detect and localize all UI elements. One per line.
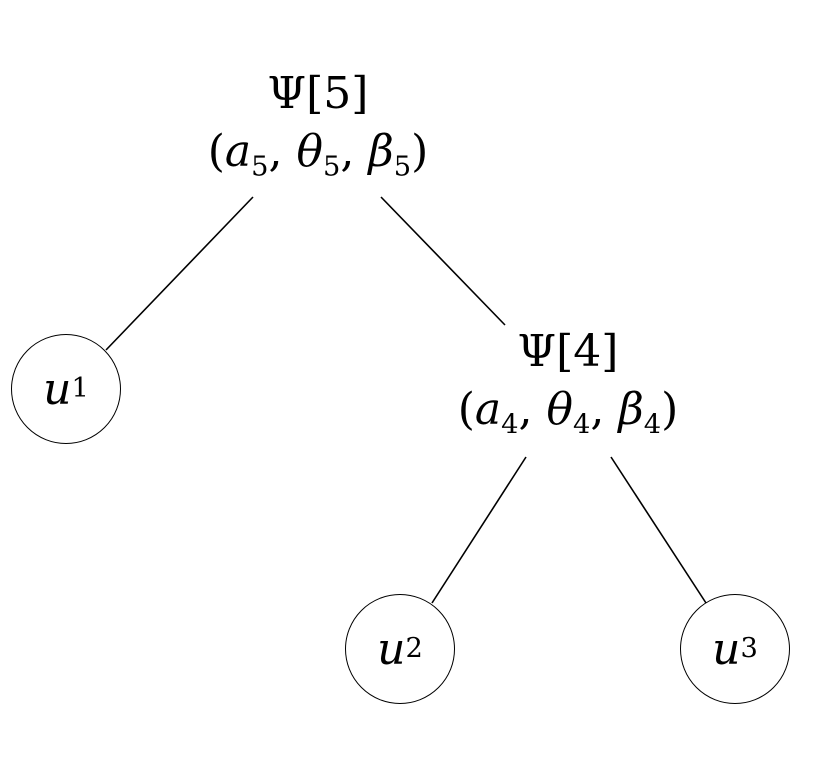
edge-root-inner [380,196,506,326]
inner-node-title: Ψ[4] [517,326,619,377]
root-node-params: (a5, θ5, β5) [207,126,429,183]
edge-inner-u3 [610,456,707,604]
inner-node-label: Ψ[4] (a4, θ4, β4) [428,326,708,441]
root-node-title: Ψ[5] [267,68,369,119]
edge-inner-u2 [431,456,527,604]
inner-node-params: (a4, θ4, β4) [457,384,679,441]
edge-root-u1 [105,196,254,351]
root-node-label: Ψ[5] (a5, θ5, β5) [178,68,458,183]
